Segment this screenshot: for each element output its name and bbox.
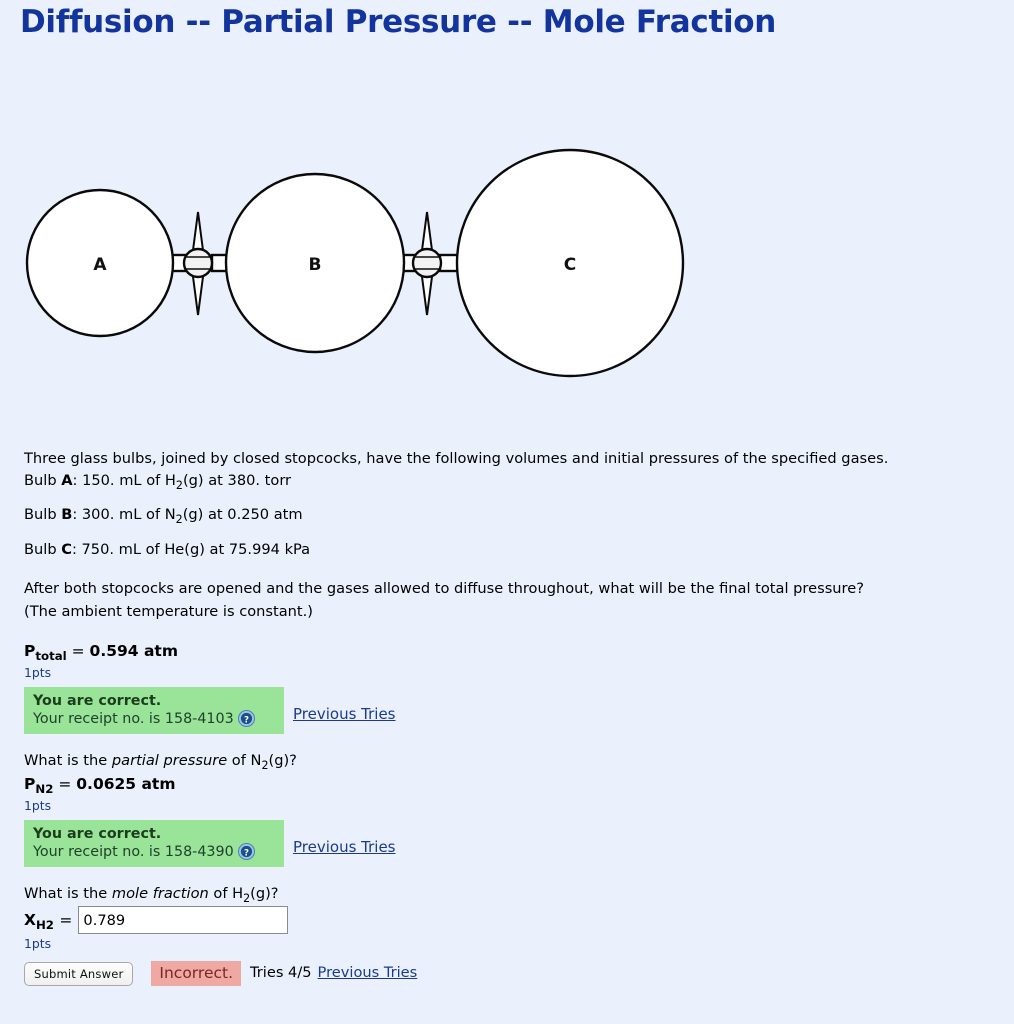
q1-result-row: You are correct. Your receipt no. is 158… — [24, 687, 1009, 734]
bulb-a-label: A — [93, 255, 107, 275]
q2-prompt-end: (g)? — [268, 752, 297, 769]
svg-text:?: ? — [244, 715, 249, 725]
svg-text:?: ? — [244, 848, 249, 858]
q3-variable-subscript: H2 — [35, 917, 54, 932]
bulb-b-spec: Bulb B: 300. mL of N2(g) at 0.250 atm — [24, 503, 1009, 528]
q3-prompt-post: of H — [208, 885, 244, 902]
q3-prompt-end: (g)? — [250, 885, 279, 902]
bulb-c-letter: C — [61, 541, 72, 558]
q1-equals: = — [66, 642, 90, 660]
submit-answer-button[interactable]: Submit Answer — [24, 961, 134, 986]
bulb-b-label: B — [309, 255, 322, 275]
bulb-c-label: C — [564, 255, 576, 275]
q3-answer-label: XH2 = — [24, 909, 72, 932]
problem-intro: Three glass bulbs, joined by closed stop… — [24, 450, 889, 467]
bulb-b-subscript: 2 — [175, 513, 183, 526]
bulb-a-spec: Bulb A: 150. mL of H2(g) at 380. torr — [24, 470, 1009, 493]
q3-previous-tries-link[interactable]: Previous Tries — [317, 964, 418, 982]
q2-points: 1pts — [24, 798, 52, 813]
q2-correct-box: You are correct. Your receipt no. is 158… — [24, 820, 284, 867]
q2-prompt-post: of N — [227, 752, 262, 769]
bulb-c-spec: Bulb C: 750. mL of He(g) at 75.994 kPa — [24, 538, 1009, 562]
q3-answer-row: XH2 = — [24, 906, 1009, 934]
q2-equals: = — [53, 775, 77, 793]
q2-variable-subscript: N2 — [35, 782, 54, 796]
q2-variable: P — [24, 775, 36, 793]
q3-prompt: What is the mole fraction of H2(g)? — [24, 883, 1009, 906]
three-bulb-apparatus-diagram: A B C — [0, 130, 760, 400]
q2-answer-line: PN2 = 0.0625 atm — [24, 773, 1009, 796]
bulb-c-prefix: Bulb — [24, 541, 62, 558]
q2-prompt-pre: What is the — [24, 752, 112, 769]
bulb-c-detail-1: : 750. mL of He(g) at 75.994 kPa — [71, 541, 311, 558]
stopcock-2 — [411, 211, 443, 316]
q2-correct-title: You are correct. — [33, 826, 162, 842]
main-question-line-1: After both stopcocks are opened and the … — [24, 580, 864, 597]
question-mark-icon[interactable]: ? — [237, 710, 255, 727]
incorrect-status-badge: Incorrect. — [151, 961, 242, 986]
bulb-a-letter: A — [61, 472, 73, 489]
tries-counter: Tries 4/5 — [250, 964, 312, 982]
q1-receipt: Your receipt no. is 158-4103 — [33, 711, 234, 727]
q3-prompt-pre: What is the — [24, 885, 112, 902]
bulb-b-detail-1: : 300. mL of N — [72, 506, 176, 523]
bulb-b-prefix: Bulb — [24, 506, 62, 523]
q1-previous-tries-link[interactable]: Previous Tries — [293, 705, 396, 723]
q1-correct-title: You are correct. — [33, 693, 162, 709]
mole-fraction-input[interactable] — [78, 906, 289, 934]
bulb-a-detail-1: : 150. mL of H — [72, 472, 176, 489]
q2-prompt-emphasis: partial pressure — [111, 752, 228, 769]
problem-content: Three glass bulbs, joined by closed stop… — [24, 448, 1009, 986]
q2-result-row: You are correct. Your receipt no. is 158… — [24, 820, 1009, 867]
q3-prompt-emphasis: mole fraction — [111, 885, 209, 902]
q1-variable-subscript: total — [35, 649, 67, 663]
bulb-b-detail-2: (g) at 0.250 atm — [182, 506, 303, 523]
q1-value: 0.594 atm — [89, 642, 178, 660]
stopcock-1 — [182, 211, 214, 316]
bulb-a-detail-2: (g) at 380. torr — [182, 472, 292, 489]
q1-answer-line: Ptotal = 0.594 atm — [24, 640, 1009, 663]
q2-previous-tries-link[interactable]: Previous Tries — [293, 838, 396, 856]
q2-receipt: Your receipt no. is 158-4390 — [33, 844, 234, 860]
bulb-a-prefix: Bulb — [24, 472, 62, 489]
q3-points: 1pts — [24, 936, 52, 951]
q1-points: 1pts — [24, 665, 52, 680]
q3-submit-row: Submit Answer Incorrect. Tries 4/5 Previ… — [24, 961, 1009, 986]
question-mark-icon[interactable]: ? — [237, 843, 255, 860]
bulb-b-letter: B — [61, 506, 73, 523]
q1-variable: P — [24, 642, 36, 660]
q1-correct-box: You are correct. Your receipt no. is 158… — [24, 687, 284, 734]
page-title: Diffusion -- Partial Pressure -- Mole Fr… — [20, 4, 777, 40]
q3-variable: X — [24, 910, 36, 929]
q2-value: 0.0625 atm — [76, 775, 176, 793]
q2-prompt-subscript: 2 — [261, 759, 269, 772]
main-question-line-2: (The ambient temperature is constant.) — [24, 603, 313, 620]
q3-equals: = — [59, 910, 73, 929]
q2-prompt: What is the partial pressure of N2(g)? — [24, 750, 1009, 773]
q3-prompt-subscript: 2 — [243, 892, 251, 905]
bulb-a-subscript: 2 — [175, 479, 183, 492]
